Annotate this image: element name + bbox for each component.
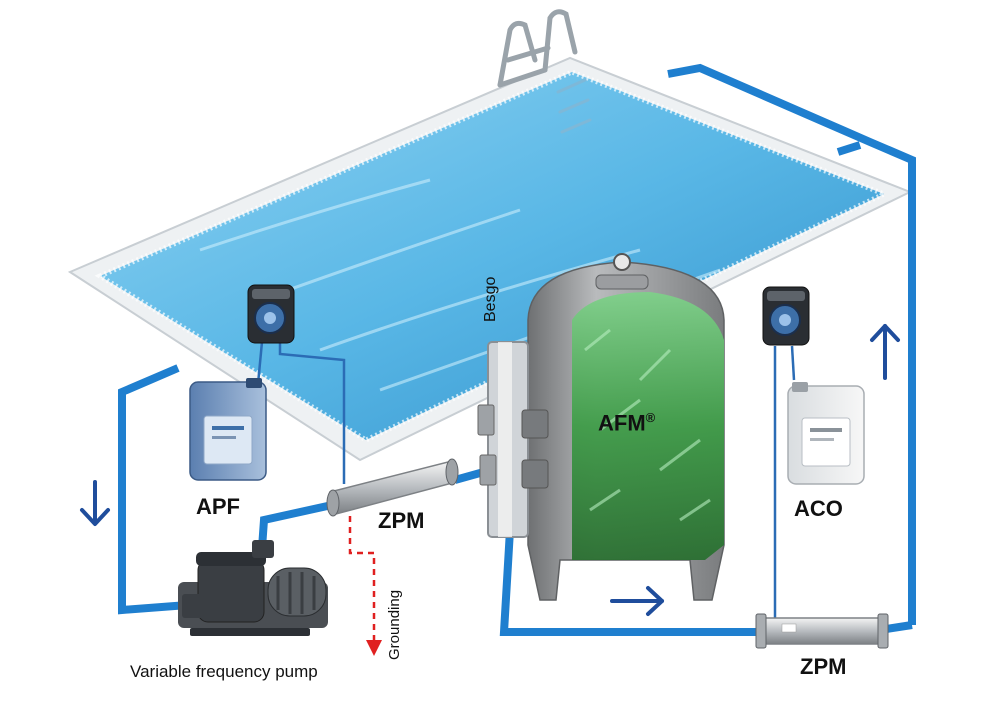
pool-ladder-icon xyxy=(497,9,592,134)
dosing-pump-icon xyxy=(762,286,810,346)
label-apf: APF xyxy=(196,494,240,519)
pipe-return-branch xyxy=(836,141,862,156)
label-afm: AFM® xyxy=(598,410,655,436)
label-aco: ACO xyxy=(794,496,843,521)
label-grounding: Grounding xyxy=(386,589,403,660)
zeta-potential-mixer-icon xyxy=(755,613,889,649)
label-zpm-left: ZPM xyxy=(378,508,425,533)
dosing-pump-icon xyxy=(247,284,295,344)
zeta-potential-mixer-icon xyxy=(326,458,459,517)
chemical-canister-icon xyxy=(787,382,865,485)
flow-arrow-up xyxy=(870,324,900,380)
label-afm-text: AFM xyxy=(598,410,646,436)
label-zpm-bottom: ZPM xyxy=(800,654,847,679)
label-pump: Variable frequency pump xyxy=(130,662,318,681)
pipe-valve-to-bottom xyxy=(499,529,770,636)
chemical-canister-icon xyxy=(189,378,267,481)
label-afm-registered: ® xyxy=(645,410,656,425)
flow-arrow-right xyxy=(610,586,664,616)
pipe-suction-left xyxy=(118,364,189,615)
grounding-line xyxy=(348,516,382,656)
sand-filter-tank-icon xyxy=(527,253,725,601)
flow-arrow-down xyxy=(80,480,110,526)
circulation-pump-icon xyxy=(178,540,328,636)
swimming-pool xyxy=(67,56,913,462)
multiport-valve-icon xyxy=(477,341,549,538)
dosing-lines xyxy=(256,340,796,625)
pipe-return-right xyxy=(667,63,916,625)
label-besgo: Besgo xyxy=(482,276,499,322)
pipe-pump-to-zpm xyxy=(258,501,333,549)
